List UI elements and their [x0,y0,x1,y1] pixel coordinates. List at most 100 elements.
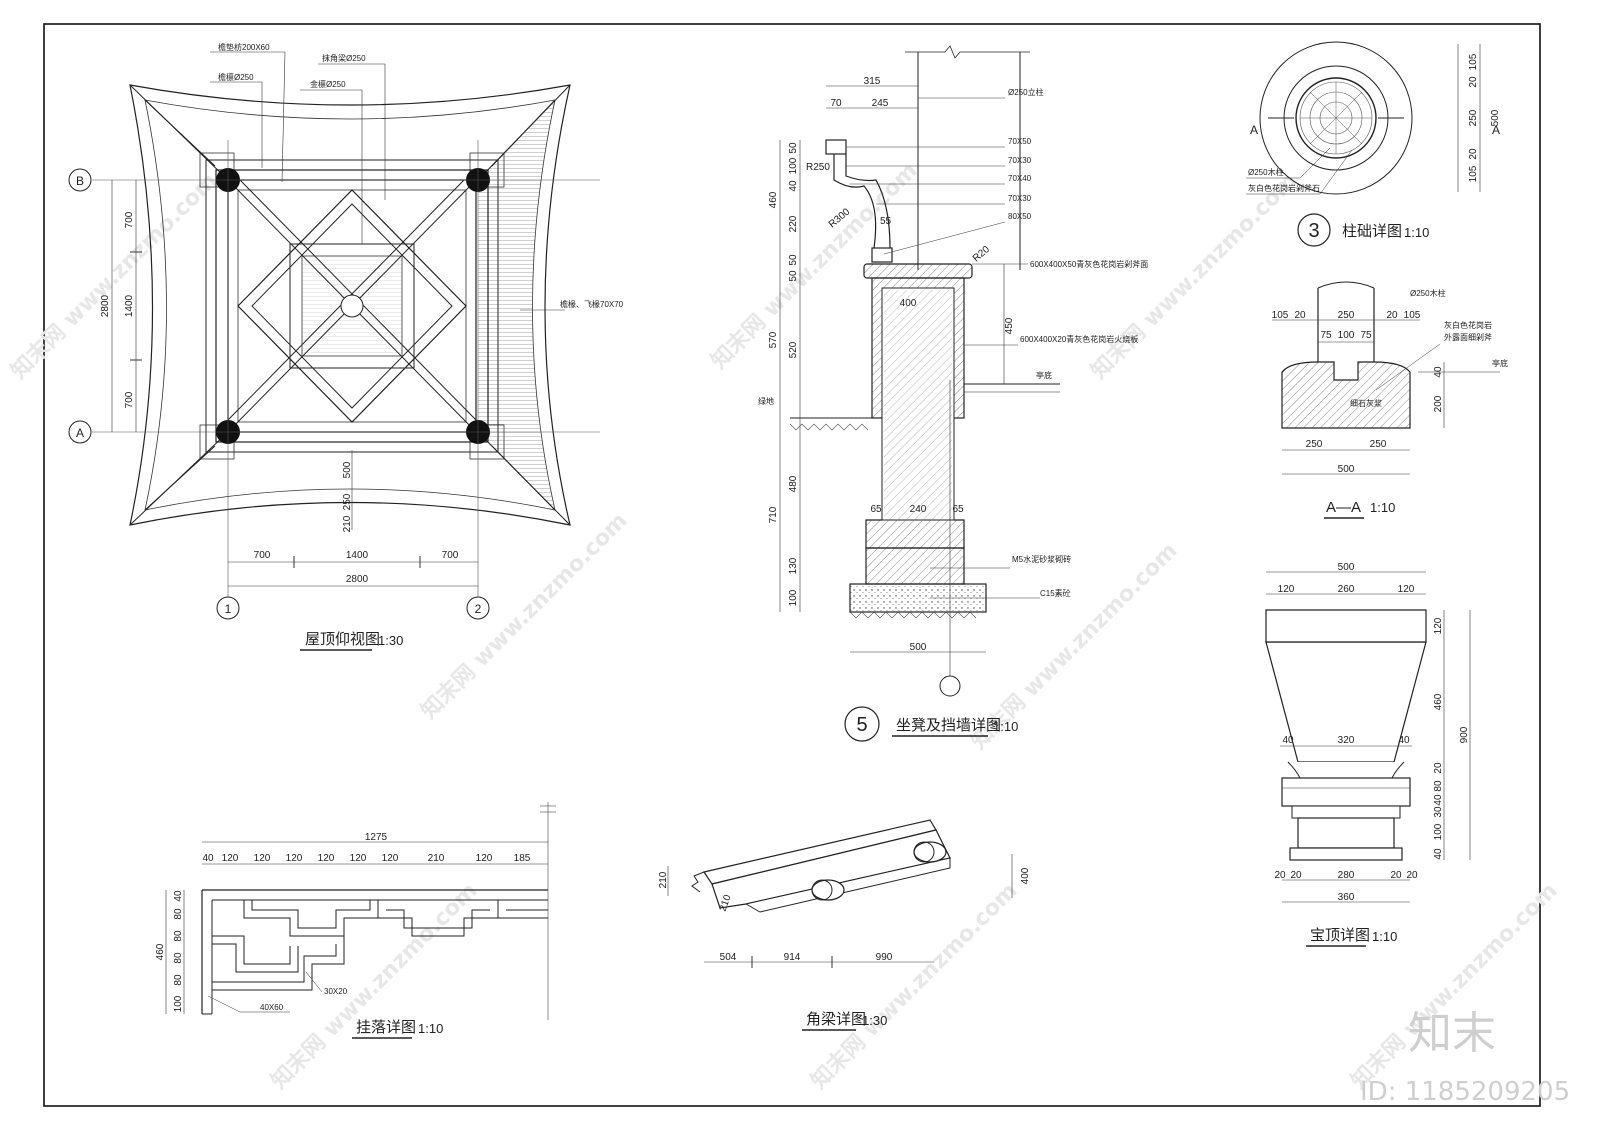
dim-left-total: 2800 [100,294,111,317]
dimension-label: 50 [788,142,799,154]
dimension-label: 120 [1278,584,1295,595]
hanging-fret-title: 挂落详图 [356,1019,416,1036]
dimension-label: R250 [806,162,830,173]
dimension-label: 1275 [365,832,388,843]
dim-left-1: 700 [124,211,135,228]
dimension-label: 20 [1468,76,1479,88]
dimension-label: 5 [856,714,867,736]
brand-watermark: 知末 [1408,1008,1496,1059]
dimension-label: 70X30 [1008,194,1032,203]
dimension-label: 40 [1282,735,1294,746]
dim-bottom-2: 1400 [346,550,369,561]
note-concrete: C15素砼 [1040,588,1071,598]
roof-plan-scale: 1:30 [378,633,403,648]
dimension-label: 80 [1433,780,1444,792]
dimension-label: 460 [1433,693,1444,710]
dimension-label: 80 [173,930,184,942]
dimension-label: 20 [1386,310,1398,321]
dimension-label: 55 [880,216,892,227]
dimension-label: 710 [768,506,779,523]
dimension-label: 80 [173,952,184,964]
dimension-label: 245 [872,98,889,109]
note-brick: M5水泥砂浆砌砖 [1012,554,1071,564]
dimension-label: 360 [1338,892,1355,903]
note-king-purlin: 金檩Ø250 [310,79,346,89]
dimension-label: 500 [910,642,927,653]
dimension-label: 100 [1338,330,1355,341]
dimension-label: 500 [1338,562,1355,573]
wall-detail-scale: 1:10 [993,719,1018,734]
dimension-label: 70X30 [1008,156,1032,165]
diag-watermark: 知末网 www.znzmo.com [6,168,223,385]
dimension-label: 20 [1390,870,1402,881]
dimension-label: 40 [1433,794,1444,806]
dimension-label: 70X40 [1008,174,1032,183]
dimension-label: 130 [788,557,799,574]
dimension-label: 1:10 [1372,929,1397,944]
dimension-label: 灰白色花岗岩剁斧石 [1248,183,1320,193]
dim-bottom-total: 2800 [346,574,369,585]
wall-detail-title: 坐凳及挡墙详图 [896,717,1001,734]
diag-watermark: 知末网 www.znzmo.com [416,508,633,725]
dimension-label: 100 [788,589,799,606]
dimension-label: 900 [1459,726,1470,743]
section-aa: 105 20 250 20 105 75 100 75 250 250 500 … [1272,281,1508,519]
sheet-border [43,23,1541,1107]
dimension-label: 细石灰浆 [1350,398,1382,408]
dimension-label: 520 [788,341,799,358]
dimension-label: 400 [900,298,917,309]
note-post: Ø250立柱 [1008,87,1044,97]
dim-left-2: 1400 [124,294,135,317]
dimension-label: 504 [720,952,737,963]
dimension-label: 500 [1490,109,1501,126]
dimension-label: 320 [1338,735,1355,746]
dimension-label: 70X50 [1008,137,1032,146]
dimension-label: 100 [788,157,799,174]
dimension-label: 315 [864,76,881,87]
dimension-label: 50 [788,270,799,282]
dimension-label: 120 [222,853,239,864]
dimension-label: 185 [514,853,531,864]
dimension-label: 100 [173,995,184,1012]
dimension-label: 120 [254,853,271,864]
dimension-label: R20 [971,244,992,265]
dimension-label: 120 [286,853,303,864]
dimension-label: 220 [788,215,799,232]
dimension-label: 80X50 [1008,212,1032,221]
base-detail: A A 105 20 250 20 105 500 Ø250木柱 灰白色花岗岩剁… [1246,41,1501,247]
dimension-label: 1:10 [418,1021,443,1036]
dimension-label: 30 [1433,806,1444,818]
dimension-label: 250 [1468,109,1479,126]
dimension-label: 75 [1320,330,1332,341]
grid-label-1: 1 [225,602,232,616]
dimension-label: 亭底 [1492,358,1508,368]
dimension-label: 210 [428,853,445,864]
dimension-label: 40X60 [260,1003,284,1012]
dimension-label: 30X20 [324,987,348,996]
dimension-label: 20 [1274,870,1286,881]
dimension-label: 120 [350,853,367,864]
dimension-label: 50 [788,254,799,266]
dimension-label: 亭底 [1036,370,1052,380]
dimension-label: 105 [1468,53,1479,70]
dimension-label: 120 [318,853,335,864]
note-hip-beam: 抹角梁Ø250 [322,53,366,63]
diag-watermark: 知末网 www.znzmo.com [806,878,1023,1095]
dimension-label: 80 [173,974,184,986]
dimension-label: 70 [830,98,842,109]
dimension-label: 65 [952,504,964,515]
id-watermark: ID: 1185209205 [1360,1077,1570,1107]
dimension-label: 460 [155,943,166,960]
dimension-label: 250 [1338,310,1355,321]
dimension-label: 400 [1020,867,1031,884]
dimension-label: 20 [1406,870,1418,881]
dimension-label: 1:30 [862,1013,887,1028]
dimension-label: 105 [1404,310,1421,321]
note-cap: 600X400X50青灰色花岗岩剁斧面 [1030,259,1148,269]
dimension-label: A [1250,123,1258,137]
dimension-label: 100 [1433,823,1444,840]
dimension-label: 40 [1398,735,1410,746]
dimension-label: 40 [788,180,799,192]
dimension-label: 灰白色花岗岩 [1444,320,1492,330]
dim-bottom-1: 700 [254,550,271,561]
